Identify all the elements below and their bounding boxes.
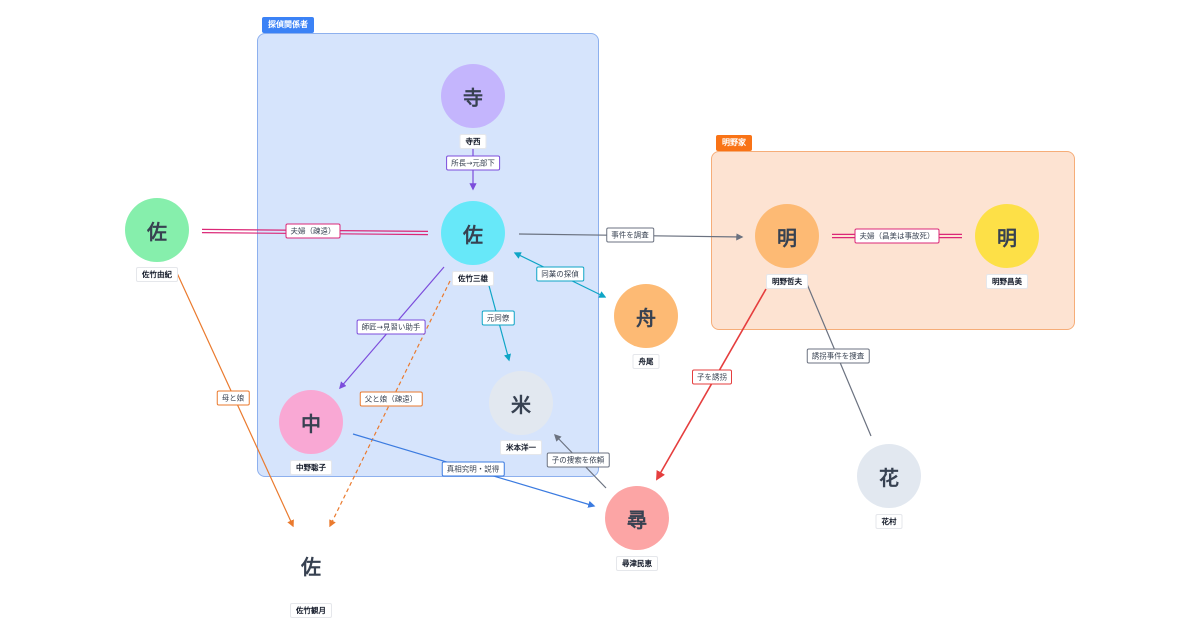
node-sataki_mitsuo-avatar[interactable]: 佐	[441, 201, 505, 265]
node-nakano-avatar[interactable]: 中	[279, 390, 343, 454]
edge-e13-label: 誘拐事件を捜査	[806, 348, 870, 364]
node-sataki_mitsuo-name: 佐竹三雄	[452, 271, 494, 286]
node-hanamura-avatar[interactable]: 花	[857, 444, 921, 508]
node-hanamura-name: 花村	[875, 514, 903, 529]
edge-e8-label: 父と娘（疎遠）	[359, 391, 423, 407]
edge-e3-label: 事件を調査	[606, 227, 654, 243]
node-yonemoto-name: 米本洋一	[500, 440, 542, 455]
group-akeno-label: 明野家	[716, 135, 752, 151]
node-teranishi-avatar[interactable]: 寺	[441, 64, 505, 128]
node-akeno_masami-avatar[interactable]: 明	[975, 204, 1039, 268]
node-hirotsu-name: 尋津民恵	[616, 556, 658, 571]
edge-e4-label: 夫婦（昌美は事故死）	[854, 228, 940, 244]
node-akeno_tetsuo-name: 明野哲夫	[766, 274, 808, 289]
edge-e7-label: 師匠→見習い助手	[356, 319, 426, 335]
edge-e5-label: 同業の探偵	[536, 266, 584, 282]
node-sataki_yuki-avatar[interactable]: 佐	[125, 198, 189, 262]
edge-e2-label: 夫婦（疎遠）	[285, 223, 341, 239]
node-funao-avatar[interactable]: 舟	[614, 284, 678, 348]
edge-e9-label: 母と娘	[216, 390, 250, 406]
node-hirotsu-avatar[interactable]: 尋	[605, 486, 669, 550]
node-akeno_masami-name: 明野昌美	[986, 274, 1028, 289]
node-sataki_kangetsu-avatar[interactable]: 佐	[279, 533, 343, 597]
node-akeno_tetsuo-avatar[interactable]: 明	[755, 204, 819, 268]
node-teranishi-name: 寺西	[459, 134, 487, 149]
node-sataki_yuki-name: 佐竹由紀	[136, 267, 178, 282]
edge-e12-label: 子を誘拐	[692, 369, 732, 385]
edge-e10-label: 真相究明・説得	[441, 461, 505, 477]
edge-e1-label: 所長→元部下	[446, 155, 500, 171]
edge-e11-label: 子の捜索を依頼	[546, 452, 610, 468]
group-detective-label: 探偵関係者	[262, 17, 314, 33]
node-sataki_kangetsu-name: 佐竹観月	[290, 603, 332, 618]
node-nakano-name: 中野聡子	[290, 460, 332, 475]
node-yonemoto-avatar[interactable]: 米	[489, 371, 553, 435]
node-funao-name: 舟尾	[632, 354, 660, 369]
edge-e6-label: 元同僚	[481, 310, 515, 326]
